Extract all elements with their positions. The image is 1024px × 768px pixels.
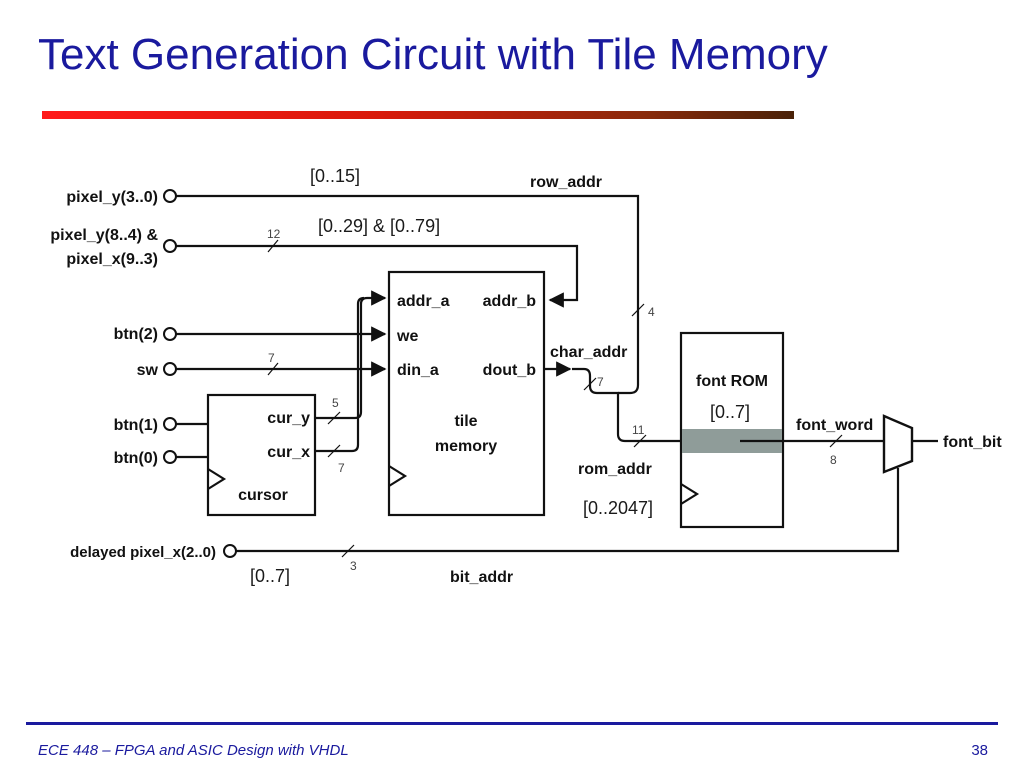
cursor-cur-x-port: cur_x xyxy=(267,444,310,461)
mux-shape xyxy=(882,414,914,474)
page-number: 38 xyxy=(971,742,988,759)
width-7-char-label: 7 xyxy=(597,375,604,389)
range-row-label: [0..15] xyxy=(310,166,360,186)
tile-memory-addr-a-port: addr_a xyxy=(397,293,450,310)
tile-memory-name-line2: memory xyxy=(435,438,497,455)
width-5-label: 5 xyxy=(332,396,339,410)
terminal-pixel-y-high xyxy=(163,239,177,253)
width-slash-11 xyxy=(633,434,647,448)
row-addr-wire xyxy=(176,194,640,395)
tile-memory-name-line1: tile xyxy=(454,413,477,430)
tile-memory-clock-triangle xyxy=(388,465,408,487)
input-btn0-label: btn(0) xyxy=(114,450,158,467)
input-pixel-y-high-label: pixel_y(8..4) & xyxy=(50,227,158,244)
terminal-sw xyxy=(163,362,177,376)
width-7-curx-label: 7 xyxy=(338,461,345,475)
cursor-cur-y-port: cur_y xyxy=(267,410,310,427)
tile-memory-din-a-port: din_a xyxy=(397,362,439,379)
terminal-btn1 xyxy=(163,417,177,431)
input-pixel-y-low-label: pixel_y(3..0) xyxy=(66,189,158,206)
rom-addr-label: rom_addr xyxy=(578,461,652,478)
terminal-btn2 xyxy=(163,327,177,341)
footer-divider xyxy=(26,722,998,725)
tile-memory-dout-b-port: dout_b xyxy=(483,362,537,379)
bit-addr-wire xyxy=(228,468,900,553)
terminal-delayed-pixel-x xyxy=(223,544,237,558)
font-rom-name: font ROM xyxy=(696,373,768,390)
terminal-pixel-y-low xyxy=(163,189,177,203)
cursor-name: cursor xyxy=(238,487,288,504)
input-sw-label: sw xyxy=(137,362,159,379)
tile-memory-block xyxy=(387,270,546,517)
range-tile-addr-label: [0..29] & [0..79] xyxy=(318,216,440,236)
width-12-label: 12 xyxy=(267,227,281,241)
font-bit-label: font_bit xyxy=(943,434,1002,451)
width-slash-8 xyxy=(829,434,843,448)
width-7-sw-label: 7 xyxy=(268,351,275,365)
input-btn1-label: btn(1) xyxy=(114,417,158,434)
cursor-block xyxy=(206,393,317,517)
width-slash-7-curx xyxy=(327,444,341,458)
char-addr-bus xyxy=(572,367,681,443)
input-btn2-label: btn(2) xyxy=(114,326,158,343)
row-addr-label: row_addr xyxy=(530,174,602,191)
width-slash-12 xyxy=(267,239,279,253)
input-pixel-x-high-label: pixel_x(9..3) xyxy=(66,251,158,268)
title-underline-bar xyxy=(42,111,794,119)
width-slash-5 xyxy=(327,411,341,425)
width-slash-7-sw xyxy=(267,362,279,376)
input-delayed-pixel-x-label: delayed pixel_x(2..0) xyxy=(70,544,216,561)
tile-memory-addr-b-port: addr_b xyxy=(483,293,537,310)
width-slash-4 xyxy=(631,303,645,317)
cursor-clock-triangle xyxy=(207,468,227,490)
cur-x-wire xyxy=(315,296,365,453)
range-font-row-label: [0..7] xyxy=(710,402,750,422)
width-8-label: 8 xyxy=(830,453,837,467)
width-slash-7-char xyxy=(583,377,597,391)
cur-y-wire xyxy=(315,290,387,420)
width-4-label: 4 xyxy=(648,305,655,319)
range-bit-label: [0..7] xyxy=(250,566,290,586)
bit-addr-label: bit_addr xyxy=(450,569,513,586)
range-rom-label: [0..2047] xyxy=(583,498,653,518)
footer-course-title: ECE 448 – FPGA and ASIC Design with VHDL xyxy=(38,742,349,759)
char-addr-label: char_addr xyxy=(550,344,627,361)
width-3-label: 3 xyxy=(350,559,357,573)
slide-title: Text Generation Circuit with Tile Memory xyxy=(38,30,828,79)
font-rom-clock-triangle xyxy=(680,483,700,505)
width-slash-3 xyxy=(341,544,355,558)
width-11-label: 11 xyxy=(632,423,645,437)
font-word-label: font_word xyxy=(796,417,873,434)
terminal-btn0 xyxy=(163,450,177,464)
tile-addr-wire xyxy=(176,244,579,308)
tile-memory-we-port: we xyxy=(396,328,418,345)
